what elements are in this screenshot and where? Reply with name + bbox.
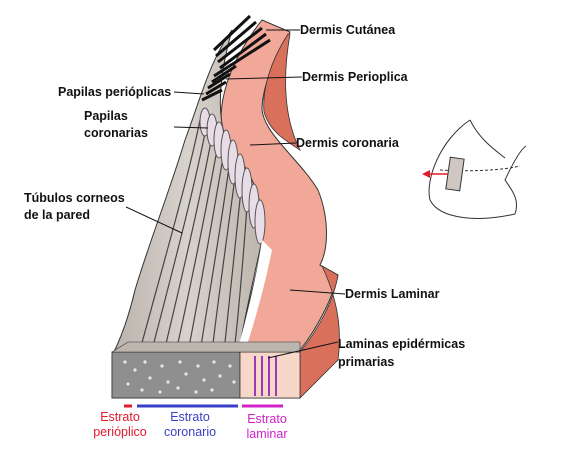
label-papilas-perioplicas: Papilas perióplicas bbox=[58, 85, 172, 99]
label-estrato-laminar: Estrato laminar bbox=[240, 412, 294, 442]
label-estrato-coronario-line2: coronario bbox=[163, 425, 217, 439]
hoof-inset-sketch bbox=[428, 119, 527, 219]
label-dermis-cutanea: Dermis Cutánea bbox=[300, 23, 396, 37]
label-tubulos-line1: Túbulos corneos bbox=[24, 191, 125, 205]
label-laminas-line1: Laminas epidérmicas bbox=[338, 337, 466, 351]
label-estrato-coronario-line1: Estrato bbox=[170, 410, 210, 424]
label-dermis-laminar: Dermis Laminar bbox=[345, 287, 440, 301]
label-estrato-perioplico-line1: Estrato bbox=[100, 410, 140, 424]
label-dermis-coronaria: Dermis coronaria bbox=[296, 136, 399, 150]
label-estrato-perioplico-line2: perióplico bbox=[93, 425, 147, 439]
horn-tubules bbox=[139, 119, 249, 353]
label-laminas-line2: primarias bbox=[338, 355, 395, 369]
label-papilas-coronarias-line1: Papilas bbox=[84, 109, 128, 123]
label-estrato-perioplico: Estrato perióplico bbox=[84, 410, 156, 440]
cross-section-face bbox=[111, 351, 241, 399]
direction-arrow-icon bbox=[422, 170, 448, 178]
coronary-papillae bbox=[199, 107, 266, 245]
label-estrato-laminar-line2: laminar bbox=[246, 427, 288, 441]
inset-section-block bbox=[445, 156, 465, 192]
label-estrato-laminar-line1: Estrato bbox=[247, 412, 287, 426]
dermis-side-upper bbox=[263, 33, 302, 152]
label-tubulos-line2: de la pared bbox=[24, 208, 90, 222]
cross-section-top bbox=[110, 341, 301, 353]
leader-lines bbox=[125, 29, 346, 359]
label-estrato-coronario: Estrato coronario bbox=[152, 410, 228, 440]
label-papilas-coronarias-line2: coronarias bbox=[84, 126, 148, 140]
label-dermis-perioplica: Dermis Perioplica bbox=[302, 70, 408, 84]
laminar-gap bbox=[238, 240, 272, 348]
epidermal-laminae bbox=[254, 356, 277, 396]
cross-section-tubules bbox=[123, 360, 236, 394]
perioplic-papillae bbox=[201, 14, 271, 102]
